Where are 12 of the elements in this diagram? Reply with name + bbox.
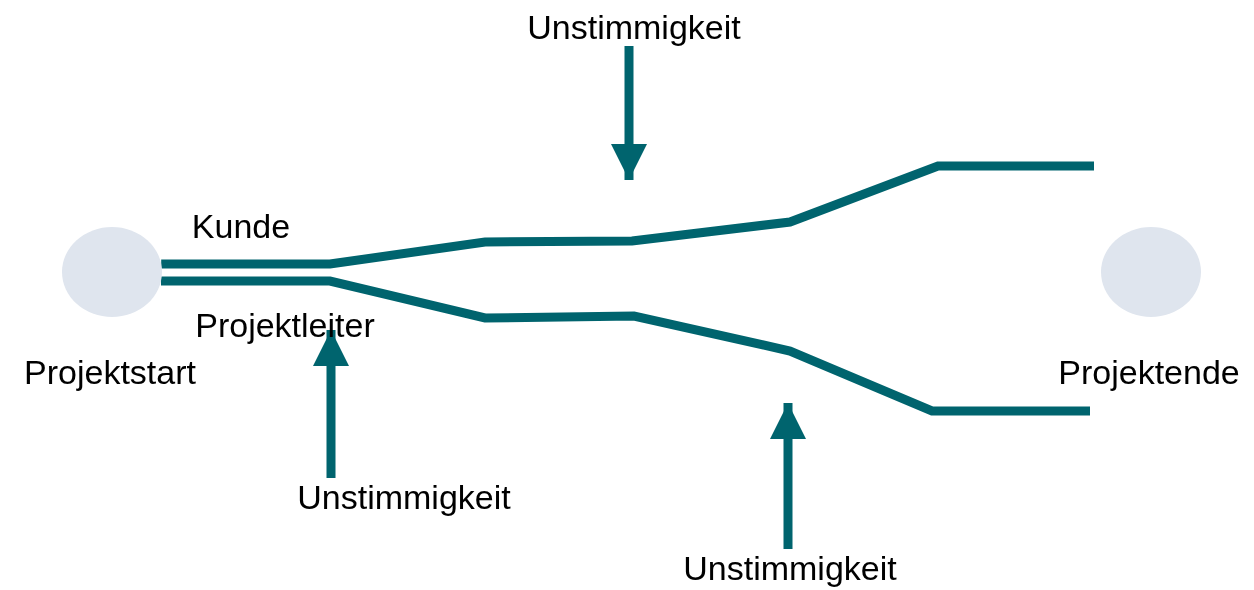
timeline-path: [161, 276, 1090, 416]
event-label: Unstimmigkeit: [297, 478, 511, 516]
milestone-label: Projektende: [1058, 353, 1240, 391]
arrow: [313, 330, 349, 478]
arrow: [611, 46, 647, 180]
edge-label: Projektleiter: [195, 306, 375, 344]
event-label: Unstimmigkeit: [683, 549, 897, 587]
edge-label: Kunde: [191, 207, 291, 245]
event-label: Unstimmigkeit: [527, 8, 741, 46]
milestone-label: Projektstart: [24, 353, 196, 391]
arrow: [770, 403, 806, 549]
timeline-path: [161, 161, 1094, 269]
